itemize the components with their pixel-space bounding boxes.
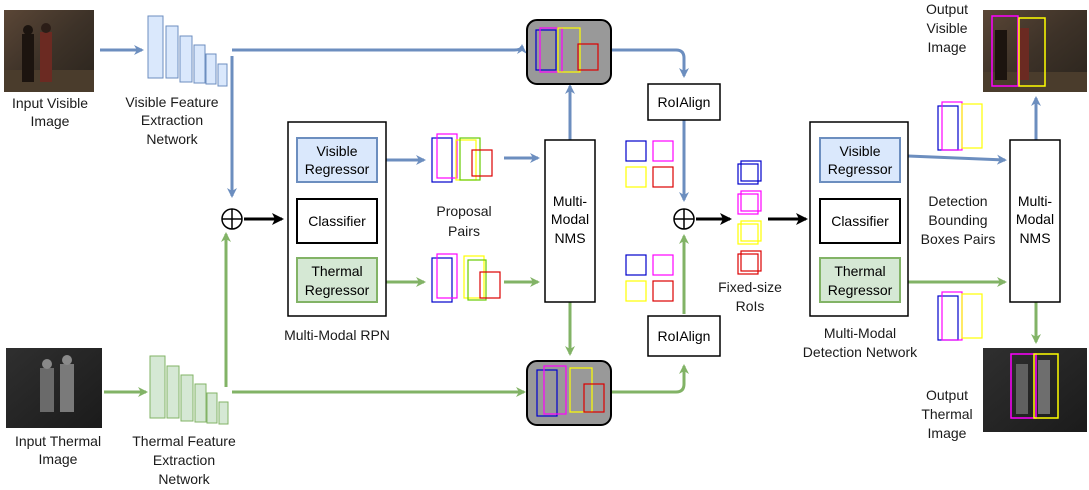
det-classifier-label: Classifier — [831, 213, 889, 229]
sum-node-2 — [673, 208, 695, 230]
input-visible-image — [4, 10, 94, 92]
proposal-pairs-thermal — [431, 253, 501, 303]
rpn-classifier — [296, 198, 378, 244]
det-classifier — [819, 198, 901, 244]
rpn-title: Multi-Modal RPN — [284, 327, 390, 343]
roialign-bottom-label: RoIAlign — [658, 328, 711, 344]
roialign-bottom — [647, 315, 721, 357]
thermal-stream-arrows — [104, 232, 1041, 397]
sum-node-1 — [221, 208, 243, 230]
roi-grid-bottom — [625, 254, 674, 302]
rpn-classifier-label: Classifier — [308, 213, 366, 229]
multimodal-nms-2 — [1009, 139, 1061, 303]
visible-feature-extractor — [147, 15, 228, 87]
feature-map-visible — [526, 19, 612, 85]
rpn-thermal-regressor — [296, 257, 378, 303]
fixed-size-rois — [737, 160, 762, 275]
proposal-pairs-visible — [431, 133, 493, 183]
feature-map-thermal — [526, 360, 612, 426]
detection-pairs-visible — [937, 101, 983, 151]
thermal-feature-extractor — [149, 355, 229, 425]
roi-grid-top — [625, 140, 674, 188]
multimodal-nms-1 — [544, 139, 596, 303]
roialign-top — [647, 83, 721, 121]
visible-stream-arrows — [100, 44, 1041, 202]
det-visible-regressor — [819, 137, 901, 183]
rpn-visible-regressor — [296, 137, 378, 183]
output-visible-image — [983, 10, 1087, 92]
det-thermal-regressor — [819, 257, 901, 303]
roialign-top-label: RoIAlign — [658, 94, 711, 110]
input-thermal-image — [6, 348, 102, 428]
detection-pairs-thermal — [937, 291, 983, 341]
output-thermal-image — [983, 348, 1087, 432]
